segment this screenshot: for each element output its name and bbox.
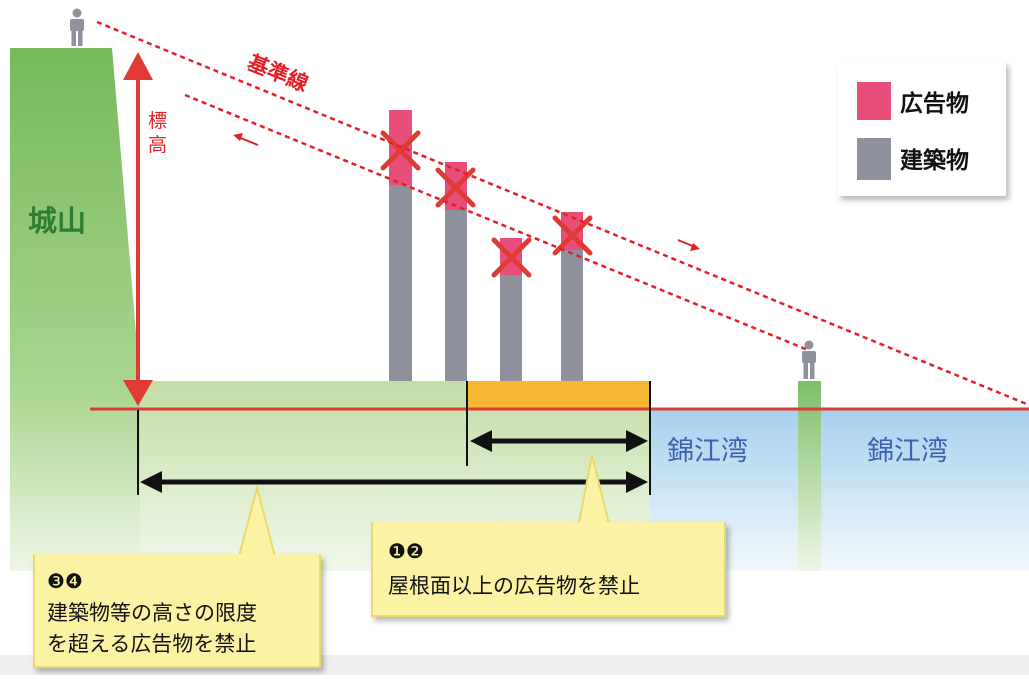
cross-mark-icon	[435, 167, 476, 208]
elevation-arrow	[123, 52, 153, 406]
building-1	[389, 185, 412, 381]
callout-height-limit-line1: 建築物等の高さの限度	[47, 601, 257, 625]
cross-mark-icon	[491, 237, 532, 278]
reference-line-label: 基準線	[244, 50, 311, 96]
reference-line-upper	[96, 20, 1029, 407]
callout-rooftop-text: 屋根面以上の広告物を禁止	[388, 574, 640, 598]
bay-label-inner: 錦江湾	[667, 436, 748, 467]
direction-arrow-left	[233, 133, 259, 146]
building-2	[445, 210, 467, 381]
person-icon	[70, 8, 84, 46]
waterfront-zone	[467, 381, 650, 409]
legend: 広告物 建築物	[838, 62, 1006, 196]
callout-rooftop-markers: ❶❷	[388, 539, 424, 563]
castle-hill-label: 城山	[28, 204, 86, 238]
legend-swatch-ad	[857, 82, 891, 120]
direction-arrow-right	[677, 239, 700, 251]
callout-height-limit: ❸❹ 建築物等の高さの限度 を超える広告物を禁止	[33, 484, 321, 668]
reference-line-lower	[184, 93, 809, 352]
cross-mark-icon	[380, 130, 421, 171]
sea-outer	[821, 409, 1029, 571]
person-icon	[802, 340, 816, 379]
pier	[798, 381, 821, 571]
building-4	[561, 250, 583, 381]
callout-rooftop-box	[371, 522, 726, 617]
building-3	[500, 275, 522, 381]
double-arrow-icon	[140, 471, 648, 493]
prohibited-marks	[380, 130, 593, 278]
callout-height-limit-box	[33, 554, 321, 668]
callout-height-limit-markers: ❸❹	[47, 569, 83, 593]
legend-label-ad: 広告物	[900, 90, 969, 117]
elevation-label-2: 高	[148, 134, 167, 156]
elevation-label-1: 標	[148, 110, 167, 132]
legend-label-building: 建築物	[900, 147, 969, 174]
callout-height-limit-line2: を超える広告物を禁止	[47, 632, 256, 656]
cross-mark-icon	[552, 215, 593, 256]
callout-rooftop: ❶❷ 屋根面以上の広告物を禁止	[371, 454, 726, 617]
legend-swatch-building	[857, 138, 891, 180]
buildings	[389, 185, 583, 381]
double-arrow-icon	[470, 430, 648, 452]
castle-hill	[10, 48, 140, 571]
bay-label-outer: 錦江湾	[867, 436, 948, 467]
